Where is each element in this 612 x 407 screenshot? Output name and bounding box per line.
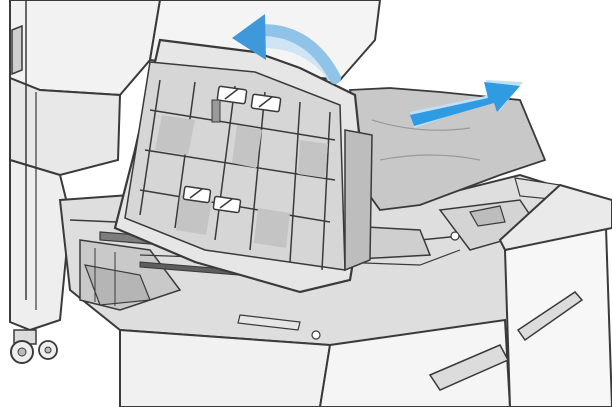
lift-arrow-icon (232, 14, 341, 84)
paper-tray-front (119, 183, 612, 407)
printer-body-left (9, 0, 162, 332)
castor-wheel (10, 329, 58, 364)
jam-access-cover[interactable] (113, 38, 373, 294)
pull-arrow-icon (410, 80, 523, 128)
latch-icon[interactable] (182, 85, 282, 214)
